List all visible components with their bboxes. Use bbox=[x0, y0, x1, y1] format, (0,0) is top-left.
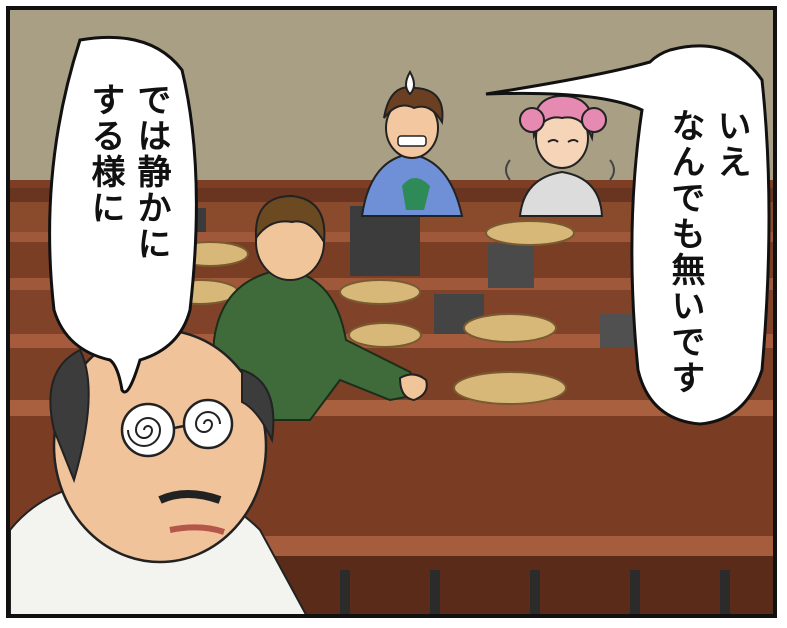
bubble-left-line2: する様に bbox=[85, 82, 125, 226]
motion-lines bbox=[505, 159, 615, 181]
classroom-scene bbox=[10, 10, 773, 614]
speech-bubble-right bbox=[485, 44, 771, 426]
comic-panel: では静かに する様に いえ なんでも無いです bbox=[6, 6, 777, 618]
girl-character bbox=[518, 94, 607, 217]
bubble-right-line2: なんでも無いです bbox=[665, 108, 705, 396]
speech-bubble-left-text: では静かに する様に bbox=[82, 82, 174, 262]
bubble-left-line1: では静かに bbox=[131, 82, 171, 262]
swirl-glasses-icon bbox=[120, 398, 234, 458]
bubble-right-line1: いえ bbox=[711, 108, 751, 180]
speech-bubble-right-text: いえ なんでも無いです bbox=[662, 108, 754, 396]
speech-bubble-left bbox=[48, 35, 198, 394]
boy-character bbox=[360, 69, 464, 217]
sweat-drop-icon bbox=[405, 69, 415, 96]
